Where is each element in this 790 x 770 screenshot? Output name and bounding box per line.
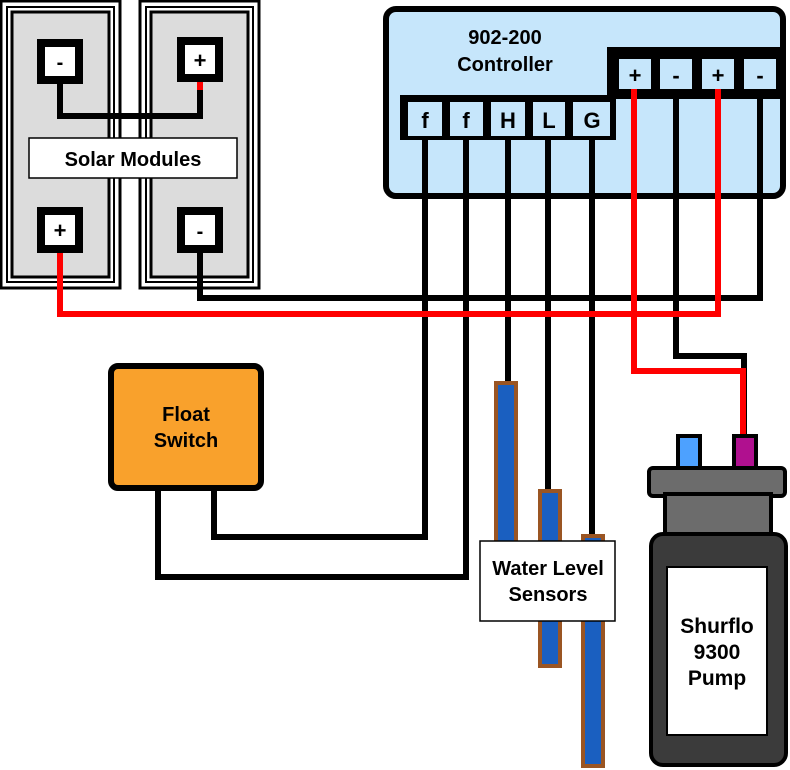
svg-text:-: - — [672, 63, 679, 88]
sensor-rod-h — [494, 381, 518, 545]
pump-post-blue — [676, 434, 702, 470]
shurflo-pump: Shurflo 9300 Pump — [647, 434, 788, 767]
terminal-h: H — [491, 102, 525, 136]
controller-power-terminals: + - + - — [613, 53, 779, 93]
pump-label-panel — [666, 566, 768, 736]
pump-line2: 9300 — [694, 641, 741, 664]
wire-pump-positive — [631, 82, 746, 444]
pump-neck — [663, 492, 773, 538]
svg-text:+: + — [54, 218, 67, 243]
terminal-solar-top-right: + — [177, 37, 223, 82]
sensors-line2: Sensors — [509, 584, 588, 606]
terminal-pump-positive: + — [619, 59, 651, 89]
svg-text:-: - — [197, 221, 204, 243]
terminal-solar-top-left: - — [37, 39, 83, 84]
svg-text:f: f — [421, 108, 429, 133]
terminal-pump-negative: - — [660, 59, 692, 89]
svg-text:f: f — [462, 108, 470, 133]
controller-model: 902-200 — [468, 27, 541, 49]
terminal-f1: f — [408, 102, 442, 136]
solar-terminals: - + + - — [37, 37, 223, 253]
water-level-sensors-label: Water Level Sensors — [479, 540, 616, 622]
wire-solar-positive — [57, 82, 721, 317]
float-switch-line2: Switch — [154, 430, 218, 452]
svg-text:+: + — [194, 48, 207, 73]
svg-text:-: - — [756, 63, 763, 88]
pump-line3: Pump — [688, 667, 746, 690]
black-wires — [57, 64, 763, 580]
terminal-g: G — [573, 102, 610, 136]
solar-modules-text: Solar Modules — [65, 149, 202, 171]
svg-text:G: G — [583, 108, 600, 133]
terminal-solar-bottom-right: - — [177, 207, 223, 253]
terminal-solar-positive: + — [702, 59, 734, 89]
wire-solar-negative — [197, 82, 763, 301]
pump-post-magenta — [732, 434, 758, 470]
svg-text:H: H — [500, 108, 516, 133]
controller-sensor-terminals: f f H L G — [408, 102, 610, 136]
svg-text:+: + — [629, 63, 642, 88]
pump-cap — [647, 466, 787, 498]
sensors-line1: Water Level — [492, 558, 604, 580]
terminal-l: L — [533, 102, 565, 136]
solar-modules-label: Solar Modules — [28, 137, 238, 179]
wire-float-a — [211, 120, 428, 540]
svg-text:L: L — [542, 108, 555, 133]
wire-float-b — [155, 120, 469, 580]
svg-text:+: + — [712, 63, 725, 88]
svg-text:-: - — [57, 52, 64, 74]
float-switch: Float Switch — [108, 363, 264, 491]
pump-line1: Shurflo — [680, 615, 754, 638]
wire-solar-series — [57, 64, 203, 119]
terminal-wire-stubs — [631, 89, 763, 96]
terminal-solar-negative: - — [744, 59, 776, 89]
terminal-solar-bottom-left: + — [37, 207, 83, 253]
controller-name: Controller — [457, 54, 553, 76]
terminal-f2: f — [450, 102, 483, 136]
float-switch-line1: Float — [162, 404, 210, 426]
